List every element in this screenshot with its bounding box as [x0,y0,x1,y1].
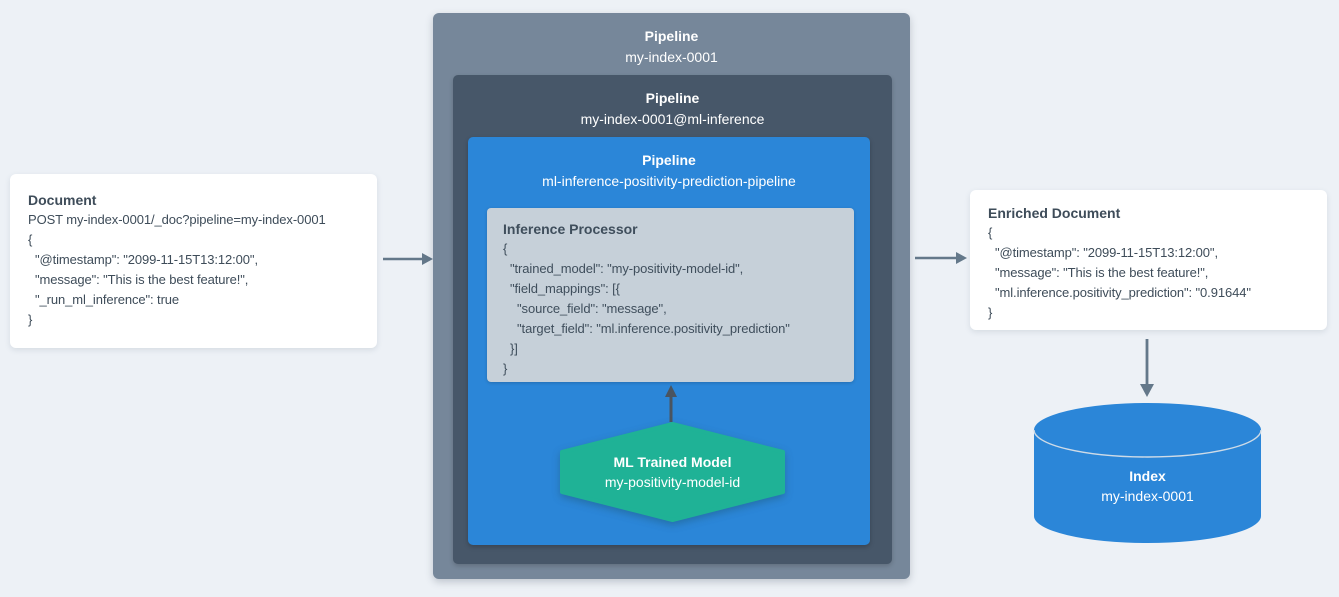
document-card: Document POST my-index-0001/_doc?pipelin… [10,174,377,348]
ml-trained-model-label: ML Trained Model my-positivity-model-id [559,422,786,522]
hexagon-shape-icon [560,422,785,522]
pipeline-positivity-label: Pipeline [642,152,696,168]
pipeline-ml-inference-label: Pipeline [645,90,700,106]
index-name: my-index-0001 [1101,488,1194,504]
inference-processor-code: { "trained_model": "my-positivity-model-… [503,241,790,376]
pipeline-positivity-name: ml-inference-positivity-prediction-pipel… [542,173,796,189]
pipeline-ml-inference-name: my-index-0001@ml-inference [580,111,765,127]
pipeline-positivity-box: Pipeline ml-inference-positivity-predict… [468,137,870,545]
pipeline-outer-name: my-index-0001 [625,49,718,65]
index-label: Index my-index-0001 [1033,466,1262,507]
index-cylinder: Index my-index-0001 [1033,402,1262,544]
enriched-document-card: Enriched Document { "@timestamp": "2099-… [970,190,1327,330]
document-card-title: Document [28,192,97,208]
enriched-document-title: Enriched Document [988,205,1121,221]
ml-trained-model-hexagon: ML Trained Model my-positivity-model-id [559,422,786,522]
pipeline-outer-label: Pipeline [644,28,699,44]
inference-processor-box: Inference Processor { "trained_model": "… [487,208,854,382]
ml-trained-model-name: my-positivity-model-id [604,474,741,490]
arrow-model-to-processor-icon [665,385,677,422]
document-card-code: POST my-index-0001/_doc?pipeline=my-inde… [28,212,326,327]
pipeline-ml-inference-box: Pipeline my-index-0001@ml-inference Pipe… [453,75,892,564]
pipeline-outer-box: Pipeline my-index-0001 Pipeline my-index… [433,13,910,579]
arrow-enriched-to-index-icon [1140,339,1154,397]
enriched-document-code: { "@timestamp": "2099-11-15T13:12:00", "… [988,225,1251,320]
arrow-pipeline-to-enriched-icon [915,252,967,264]
inference-processor-title: Inference Processor [503,221,638,237]
cylinder-shape-icon [1033,403,1262,543]
index-title: Index [1129,468,1166,484]
ml-trained-model-title: ML Trained Model [613,454,732,470]
arrow-document-to-pipeline-icon [383,253,433,265]
